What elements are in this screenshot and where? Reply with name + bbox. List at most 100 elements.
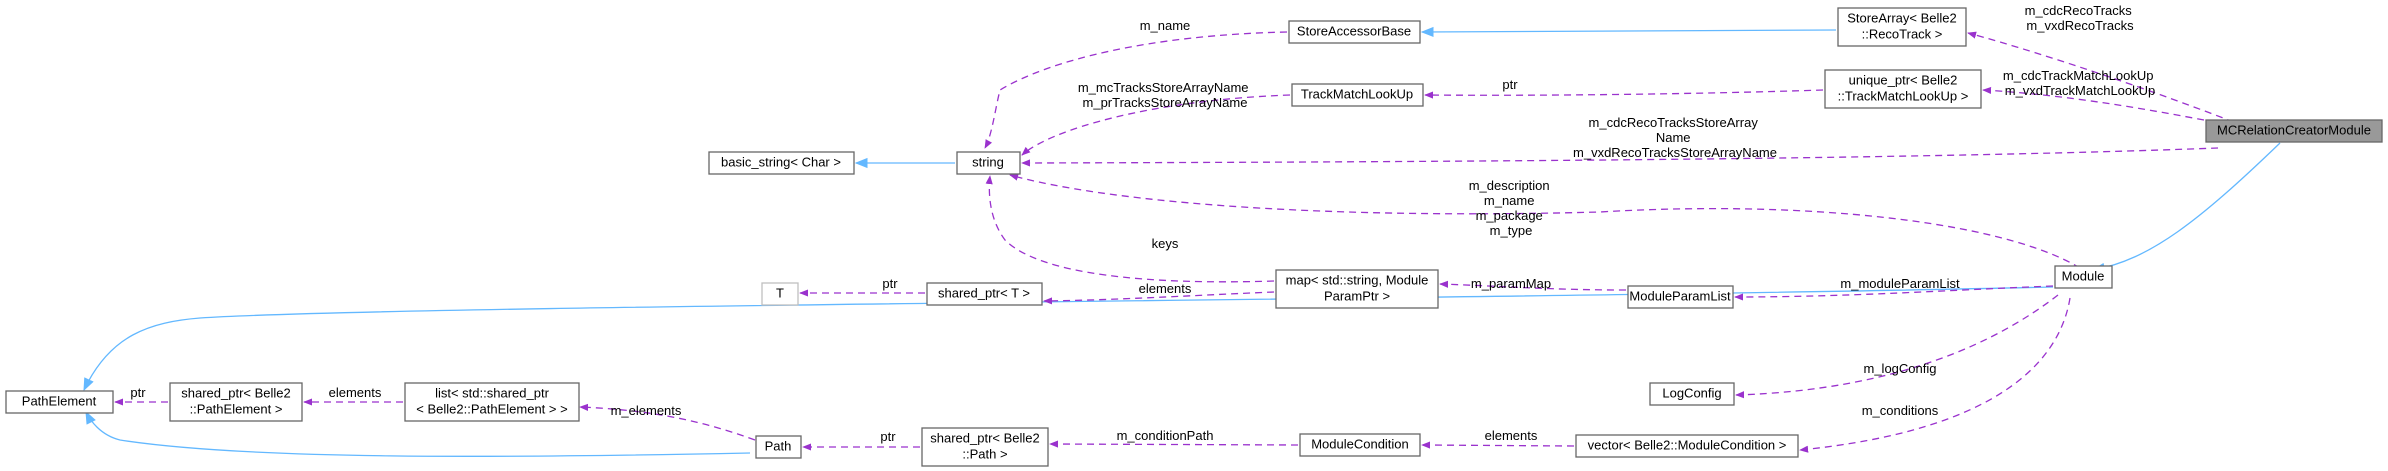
edge-label-line: m_conditions bbox=[1862, 403, 1939, 418]
edge-module-to-pathelement bbox=[83, 286, 2054, 392]
edge-label-elements-map: elements bbox=[1139, 281, 1192, 296]
node-label: shared_ptr< T > bbox=[938, 285, 1030, 300]
node-label: ::Path > bbox=[962, 446, 1007, 461]
node-mcrelationcreatormodule[interactable]: MCRelationCreatorModule bbox=[2205, 119, 2383, 143]
edge-label-line: m_mcTracksStoreArrayName bbox=[1078, 80, 1249, 95]
node-shared-ptr-pathelement[interactable]: shared_ptr< Belle2 ::PathElement > bbox=[169, 382, 303, 422]
edge-label-line: m_type bbox=[1490, 223, 1533, 238]
node-modulecondition[interactable]: ModuleCondition bbox=[1299, 433, 1421, 457]
edge-label-line: m_name bbox=[1140, 18, 1191, 33]
node-uniqueptr-trackmatchlookup[interactable]: unique_ptr< Belle2 ::TrackMatchLookUp > bbox=[1824, 69, 1982, 109]
node-label: T bbox=[776, 285, 784, 300]
node-label: StoreArray< Belle2 bbox=[1847, 10, 1956, 25]
node-label: ::PathElement > bbox=[190, 401, 283, 416]
edge-label-recotracks: m_cdcRecoTracks m_vxdRecoTracks bbox=[2025, 3, 2136, 33]
edge-label-line: m_conditionPath bbox=[1117, 428, 1214, 443]
node-map-moduleparamptr[interactable]: map< std::string, Module ParamPtr > bbox=[1275, 269, 1439, 309]
edge-path-to-list bbox=[579, 403, 756, 441]
edge-label-line: m_cdcTrackMatchLookUp bbox=[2003, 68, 2154, 83]
edge-label-logconfig: m_logConfig bbox=[1864, 361, 1937, 376]
node-shared-ptr-T[interactable]: shared_ptr< T > bbox=[926, 282, 1043, 306]
edge-label-line: keys bbox=[1152, 236, 1179, 251]
node-label: ModuleParamList bbox=[1629, 288, 1731, 303]
node-basic-string[interactable]: basic_string< Char > bbox=[708, 151, 855, 175]
node-vector-modulecondition[interactable]: vector< Belle2::ModuleCondition > bbox=[1575, 434, 1799, 458]
node-label: string bbox=[972, 154, 1004, 169]
node-label: shared_ptr< Belle2 bbox=[181, 385, 291, 400]
edge-label-line: ptr bbox=[882, 276, 898, 291]
node-label: LogConfig bbox=[1662, 385, 1721, 400]
edge-label-line: ptr bbox=[130, 385, 146, 400]
edge-path-to-pathelement bbox=[85, 410, 751, 458]
edge-label-line: m_vxdTrackMatchLookUp bbox=[2005, 83, 2156, 98]
edge-module-to-vector bbox=[1799, 297, 2071, 453]
edge-label-keys: keys bbox=[1152, 236, 1179, 251]
node-label: list< std::shared_ptr bbox=[435, 385, 549, 400]
edge-label-line: elements bbox=[1139, 281, 1192, 296]
node-label: MCRelationCreatorModule bbox=[2217, 122, 2371, 137]
edge-vector-to-modulecondition bbox=[1421, 441, 1575, 449]
edge-label-ptr-path: ptr bbox=[880, 429, 896, 444]
edge-storearray-to-storeaccessorbase bbox=[1420, 26, 1837, 38]
node-label: PathElement bbox=[22, 393, 97, 408]
edge-module-to-string bbox=[1009, 173, 2081, 269]
edge-label-line: m_elements bbox=[611, 403, 682, 418]
edge-label-line: elements bbox=[1485, 428, 1538, 443]
edge-label-parammap: m_paramMap bbox=[1471, 276, 1551, 291]
edge-paramlist-to-map bbox=[1439, 280, 1627, 291]
edge-label-line: m_name bbox=[1484, 193, 1535, 208]
edge-map-to-sharedT bbox=[1043, 291, 1275, 305]
node-pathelement[interactable]: PathElement bbox=[5, 390, 114, 414]
node-moduleparamlist[interactable]: ModuleParamList bbox=[1627, 285, 1734, 309]
node-label: shared_ptr< Belle2 bbox=[930, 430, 1040, 445]
node-module[interactable]: Module bbox=[2054, 265, 2113, 289]
edge-mcrelation-to-string bbox=[1021, 147, 2219, 167]
node-label: map< std::string, Module bbox=[1286, 272, 1429, 287]
edge-label-line: m_moduleParamList bbox=[1840, 276, 1960, 291]
node-storeaccessorbase[interactable]: StoreAccessorBase bbox=[1288, 20, 1421, 44]
node-label: < Belle2::PathElement > > bbox=[416, 401, 567, 416]
edge-label-module-strings: m_description m_name m_package m_type bbox=[1469, 178, 1554, 238]
edge-module-to-paramlist bbox=[1734, 285, 2054, 301]
node-label: basic_string< Char > bbox=[721, 154, 841, 169]
edge-label-line: m_logConfig bbox=[1864, 361, 1937, 376]
edge-map-to-string bbox=[985, 175, 1275, 283]
edge-label-line: m_paramMap bbox=[1471, 276, 1551, 291]
edge-label-line: ptr bbox=[1502, 77, 1518, 92]
node-label: ::RecoTrack > bbox=[1862, 26, 1943, 41]
edge-label-ptr-tml: ptr bbox=[1502, 77, 1518, 92]
edge-label-line: Name bbox=[1656, 130, 1691, 145]
node-logconfig[interactable]: LogConfig bbox=[1649, 382, 1735, 406]
node-list-shared-ptr-pathelement[interactable]: list< std::shared_ptr < Belle2::PathElem… bbox=[404, 382, 580, 422]
node-label: ::TrackMatchLookUp > bbox=[1838, 88, 1969, 103]
node-label: TrackMatchLookUp bbox=[1301, 86, 1413, 101]
edge-label-line: m_package bbox=[1476, 208, 1543, 223]
node-path[interactable]: Path bbox=[755, 435, 802, 459]
node-label: unique_ptr< Belle2 bbox=[1849, 72, 1958, 87]
edge-module-to-logconfig bbox=[1735, 294, 2059, 399]
edge-label-tml: m_cdcTrackMatchLookUp m_vxdTrackMatchLoo… bbox=[2003, 68, 2157, 98]
node-label: ParamPtr > bbox=[1324, 288, 1390, 303]
edge-label-line: m_cdcRecoTracks bbox=[2025, 3, 2133, 18]
edge-label-line: m_vxdRecoTracks bbox=[2026, 18, 2134, 33]
edge-label-elements-vec: elements bbox=[1485, 428, 1538, 443]
node-T[interactable]: T bbox=[761, 282, 799, 306]
edge-labels: m_cdcRecoTracks m_vxdRecoTracks m_name p… bbox=[130, 3, 2157, 444]
edge-mcrelation-to-storearray bbox=[1967, 31, 2257, 132]
edge-trackmatch-to-string bbox=[1021, 94, 1291, 156]
node-trackmatchlookup[interactable]: TrackMatchLookUp bbox=[1291, 83, 1424, 107]
edge-modulecondition-to-sharedPath bbox=[1049, 440, 1299, 448]
node-storearray-recotrack[interactable]: StoreArray< Belle2 ::RecoTrack > bbox=[1837, 7, 1967, 47]
edge-label-store-names: m_cdcRecoTracksStoreArray Name m_vxdReco… bbox=[1573, 115, 1777, 160]
edge-label-line: m_prTracksStoreArrayName bbox=[1083, 95, 1248, 110]
node-label: vector< Belle2::ModuleCondition > bbox=[1588, 437, 1787, 452]
edge-label-elements-list: elements bbox=[329, 385, 382, 400]
edge-label-m-elements: m_elements bbox=[611, 403, 682, 418]
node-string[interactable]: string bbox=[956, 151, 1021, 175]
edge-label-line: elements bbox=[329, 385, 382, 400]
node-label: ModuleCondition bbox=[1311, 436, 1409, 451]
node-shared-ptr-path[interactable]: shared_ptr< Belle2 ::Path > bbox=[921, 427, 1049, 467]
node-label: StoreAccessorBase bbox=[1297, 23, 1411, 38]
edge-label-ptr-pe: ptr bbox=[130, 385, 146, 400]
